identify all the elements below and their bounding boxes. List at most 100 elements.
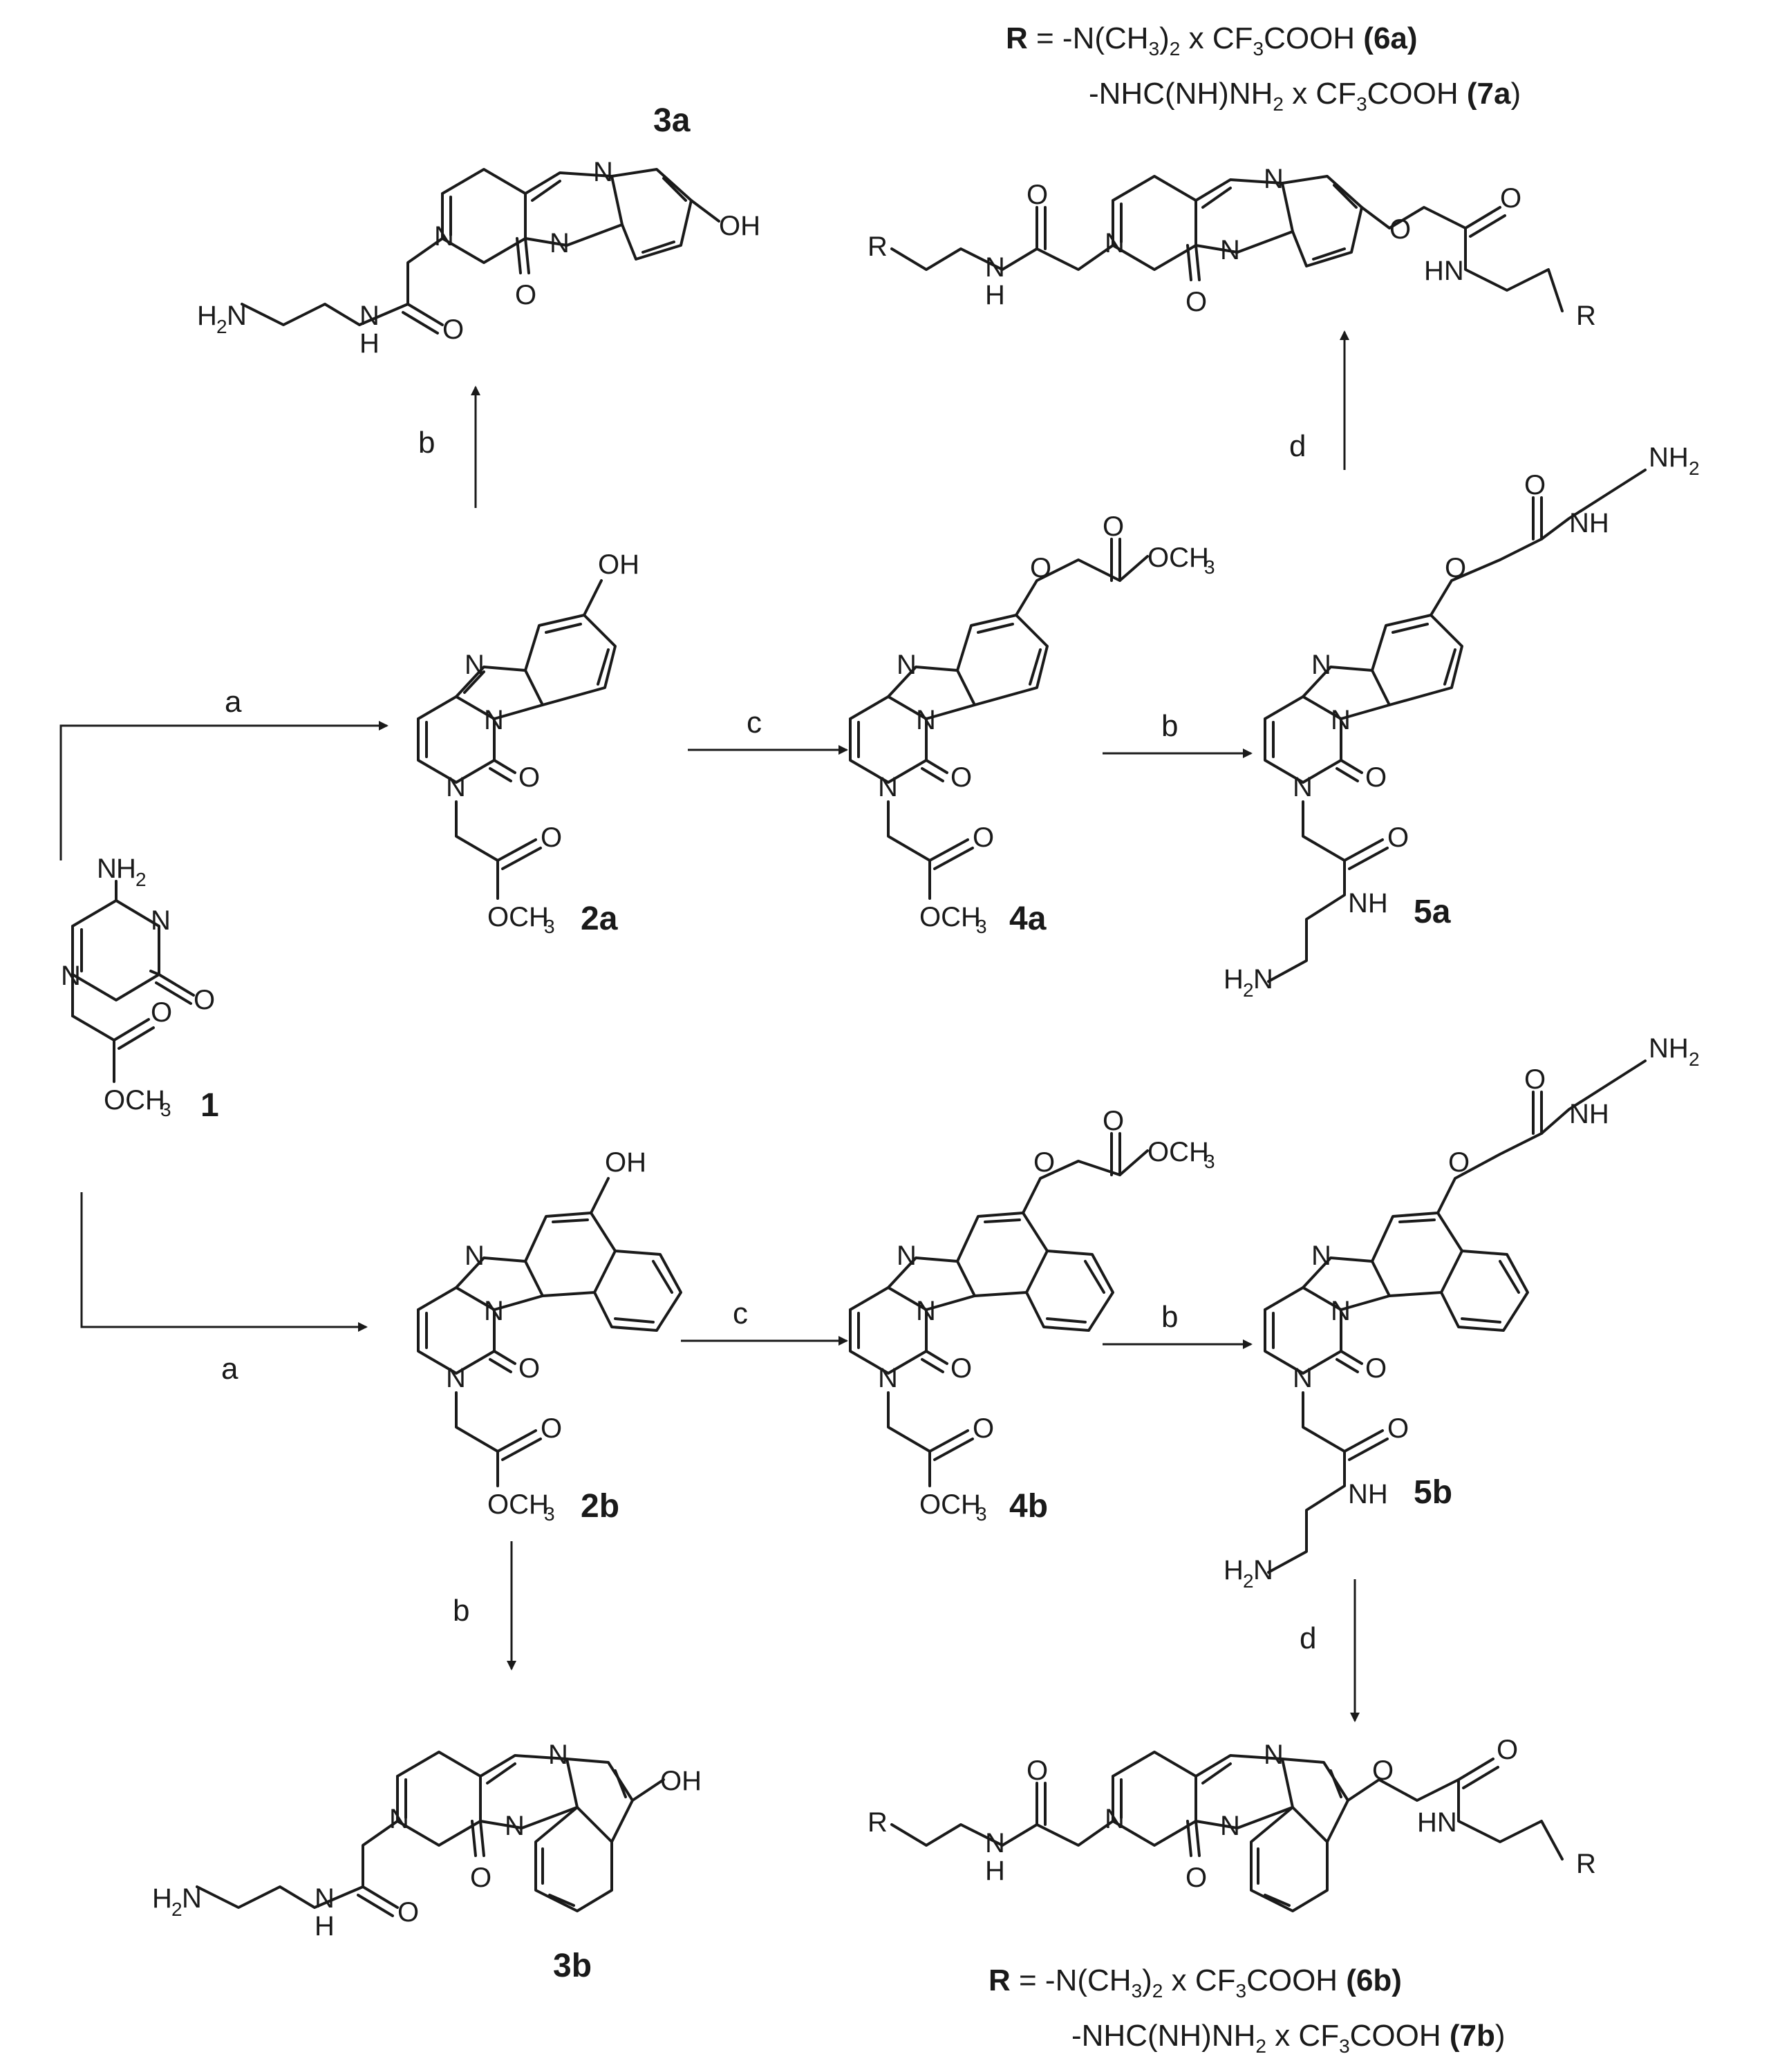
svg-text:N: N [1264,164,1284,194]
svg-text:O: O [1500,183,1521,214]
svg-text:O: O [1389,214,1411,245]
svg-text:N: N [434,221,454,252]
reagent-b-2b-3b: b [453,1594,469,1628]
svg-text:N: N [897,650,917,680]
arrow-a-bottom [80,1192,368,1332]
svg-text:N: N [550,228,570,258]
reagent-b-top: b [1161,709,1178,743]
svg-text:NH: NH [1649,442,1689,473]
r-def-top-line2: -NHC(NH)NH2 x CF3COOH (7a) [1089,77,1521,115]
svg-text:3: 3 [1204,556,1215,578]
svg-text:R: R [868,232,888,262]
svg-text:2: 2 [171,1899,182,1920]
svg-text:R: R [1576,301,1596,331]
svg-text:2: 2 [1689,458,1700,479]
svg-text:OCH: OCH [919,1489,981,1520]
svg-text:OH: OH [598,549,639,580]
svg-text:N: N [985,1828,1005,1858]
compound-6b-7b: O O HN R N N O N O N H R [868,1735,1596,1912]
svg-text:N: N [1264,1740,1284,1770]
svg-text:N: N [389,1804,409,1834]
reaction-arrows [59,330,1360,1722]
svg-text:N: N [484,705,504,735]
svg-text:O: O [1365,762,1387,793]
svg-text:N: N [897,1241,917,1271]
svg-text:O: O [950,762,972,793]
svg-text:OH: OH [605,1147,646,1178]
svg-text:OCH: OCH [919,902,981,932]
svg-text:3: 3 [976,1503,987,1525]
svg-text:OCH: OCH [487,902,549,932]
svg-text:H: H [359,328,380,359]
svg-text:2: 2 [1689,1048,1700,1070]
reagent-b-2a-3a: b [418,426,435,460]
label-3a: 3a [653,102,691,139]
svg-text:O: O [518,1353,540,1384]
svg-text:O: O [442,314,464,345]
svg-text:O: O [1186,287,1207,317]
svg-text:3: 3 [544,1503,555,1525]
svg-text:O: O [950,1353,972,1384]
svg-text:R: R [1576,1849,1596,1879]
svg-text:NH: NH [1348,1479,1388,1509]
svg-text:H: H [116,854,136,884]
svg-text:H: H [197,301,217,331]
svg-text:HN: HN [1417,1807,1457,1838]
svg-text:OH: OH [660,1766,702,1796]
compound-6a-7a: O O HN R N N O N O N H R [868,164,1596,331]
svg-text:N: N [985,252,1005,283]
svg-text:O: O [1103,511,1124,542]
svg-text:O: O [1365,1353,1387,1384]
svg-text:OCH: OCH [1147,543,1209,573]
svg-text:2: 2 [1243,979,1254,1001]
reagent-d-bottom: d [1300,1621,1316,1655]
svg-text:N: N [97,854,117,884]
svg-text:O: O [1030,553,1051,583]
r-definition-top: R = -N(CH3)2 x CF3COOH (6a) -NHC(NH)NH2 … [1006,21,1521,115]
svg-text:O: O [973,1413,994,1444]
svg-text:N: N [593,157,613,187]
label-3b: 3b [553,1948,592,1984]
svg-text:NH: NH [1348,888,1388,919]
svg-text:2: 2 [135,869,147,890]
reagent-labels: a a b c b d c b b d [221,426,1316,1655]
svg-text:N: N [182,1883,202,1914]
label-4b: 4b [1009,1488,1048,1525]
reagent-a-top: a [225,685,242,719]
svg-text:2: 2 [1243,1570,1254,1592]
svg-text:O: O [470,1863,491,1893]
svg-text:O: O [1387,1413,1409,1444]
svg-text:N: N [1311,1241,1331,1271]
label-2a: 2a [581,901,618,937]
label-1: 1 [200,1087,219,1124]
svg-text:H: H [985,1856,1005,1886]
r-def-bottom-line1: R = -N(CH3)2 x CF3COOH (6b) [988,1963,1402,2002]
svg-text:O: O [1497,1735,1518,1765]
svg-text:N: N [465,1241,485,1271]
svg-text:N: N [505,1811,525,1841]
svg-text:N: N [227,301,247,331]
svg-text:O: O [1186,1863,1207,1893]
svg-text:N: N [1311,650,1331,680]
svg-text:O: O [518,762,540,793]
svg-text:O: O [1445,553,1466,583]
svg-text:N: N [878,1363,898,1393]
svg-text:N: N [1331,1296,1351,1326]
svg-text:N: N [61,961,81,991]
svg-text:OH: OH [719,211,760,241]
label-4a: 4a [1009,901,1047,937]
svg-text:O: O [194,985,215,1015]
label-2b: 2b [581,1488,619,1525]
svg-text:O: O [973,822,994,853]
svg-text:HN: HN [1424,256,1464,286]
svg-text:N: N [1105,228,1125,258]
svg-text:O: O [541,822,562,853]
svg-text:O: O [1524,470,1546,500]
svg-text:O: O [515,280,536,310]
svg-text:N: N [1253,1555,1273,1585]
